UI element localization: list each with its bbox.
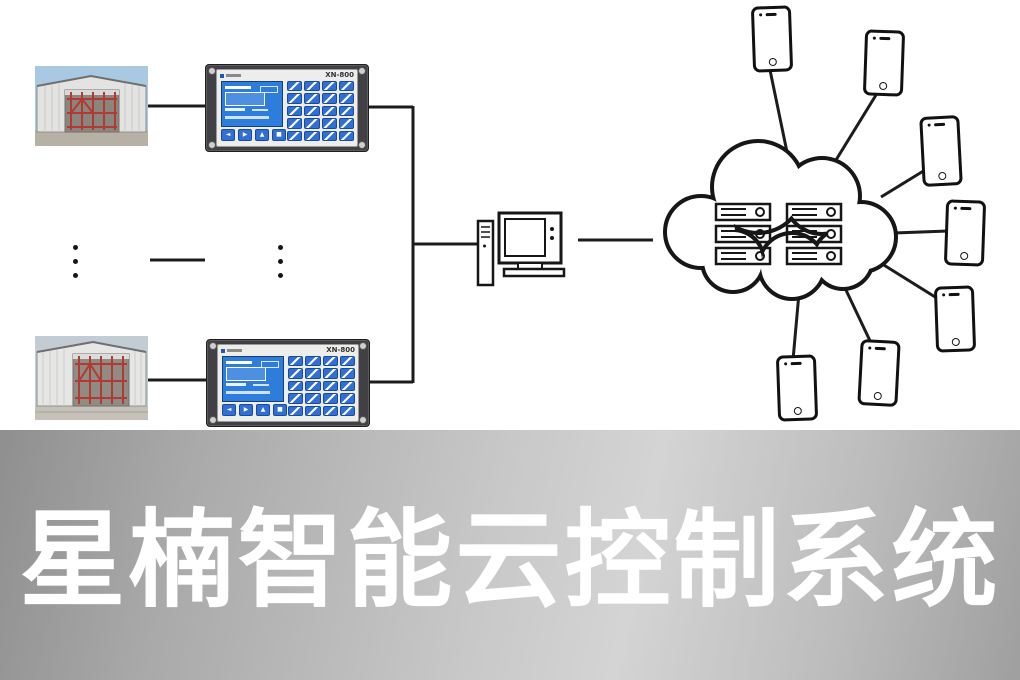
system-title: 星楠智能云控制系统: [19, 499, 1001, 622]
controller-keypad: [288, 356, 355, 416]
keypad-key[interactable]: [304, 130, 320, 141]
ellipsis-dots-left: [73, 245, 79, 287]
keypad-key[interactable]: [304, 118, 320, 129]
smartphone-icon: [919, 115, 963, 187]
nav-up-key[interactable]: ▲: [255, 129, 269, 141]
nav-up-key[interactable]: ▲: [256, 404, 270, 416]
cloud-icon: [663, 139, 898, 301]
greenhouse-photo-bottom: [35, 336, 148, 420]
keypad-key[interactable]: [321, 105, 337, 117]
keypad-key[interactable]: [321, 118, 337, 129]
keypad-key[interactable]: [305, 368, 321, 379]
nav-left-key[interactable]: ◄: [221, 129, 235, 141]
keypad-key[interactable]: [321, 81, 337, 92]
smartphone-icon: [862, 29, 906, 97]
nav-right-key[interactable]: ▶: [238, 129, 252, 141]
keypad-key[interactable]: [287, 105, 303, 117]
controller-face: XN-800 ◄ ▶ ▲ ■: [217, 344, 359, 422]
smartphone-icon: [775, 354, 819, 422]
controller-xn800-top: XN-800 ◄ ▶ ▲ ■: [205, 64, 369, 152]
controller-brand-logo: [221, 348, 242, 353]
computer-icon: [476, 211, 566, 287]
controller-nav-keys: ◄ ▶ ▲ ■: [221, 129, 286, 141]
ellipsis-dots-right: [278, 245, 284, 287]
nav-left-key[interactable]: ◄: [222, 404, 236, 416]
screw-icon: [359, 342, 367, 350]
bus-lines: [148, 104, 653, 384]
screw-icon: [358, 141, 366, 149]
keypad-key[interactable]: [305, 405, 321, 416]
keypad-key[interactable]: [339, 356, 355, 367]
keypad-key[interactable]: [321, 93, 337, 104]
controller-header: XN-800: [221, 346, 355, 355]
keypad-key[interactable]: [322, 405, 338, 416]
nav-right-key[interactable]: ▶: [239, 404, 253, 416]
screw-icon: [209, 416, 217, 424]
keypad-key[interactable]: [288, 380, 304, 392]
screw-icon: [358, 67, 366, 75]
keypad-key[interactable]: [287, 81, 303, 92]
keypad-key[interactable]: [287, 118, 303, 129]
keypad-key[interactable]: [304, 81, 320, 92]
controller-brand-logo: [220, 73, 241, 78]
keypad-key[interactable]: [304, 105, 320, 117]
keypad-key[interactable]: [305, 380, 321, 392]
nav-enter-key[interactable]: ■: [272, 129, 286, 141]
screw-icon: [208, 141, 216, 149]
nav-enter-key[interactable]: ■: [273, 404, 287, 416]
controller-keypad: [287, 81, 354, 141]
keypad-key[interactable]: [339, 380, 355, 392]
keypad-key[interactable]: [288, 356, 304, 367]
screw-icon: [359, 416, 367, 424]
keypad-key[interactable]: [321, 130, 337, 141]
keypad-key[interactable]: [338, 81, 354, 92]
smartphone-icon: [750, 5, 794, 73]
keypad-key[interactable]: [322, 356, 338, 367]
keypad-key[interactable]: [338, 130, 354, 141]
screw-icon: [209, 342, 217, 350]
keypad-key[interactable]: [339, 393, 355, 404]
keypad-key[interactable]: [339, 368, 355, 379]
controller-face: XN-800 ◄ ▶ ▲ ■: [216, 69, 358, 147]
keypad-key[interactable]: [287, 93, 303, 104]
controller-lcd-screen: [222, 356, 284, 402]
greenhouse-illustration: [35, 66, 148, 146]
controller-lcd-screen: [221, 81, 283, 127]
keypad-key[interactable]: [288, 405, 304, 416]
smartphone-icon: [943, 199, 987, 267]
controller-model-label: XN-800: [325, 71, 354, 79]
controller-model-label: XN-800: [326, 346, 355, 354]
controller-nav-keys: ◄ ▶ ▲ ■: [222, 404, 287, 416]
keypad-key[interactable]: [338, 93, 354, 104]
controller-xn800-bottom: XN-800 ◄ ▶ ▲ ■: [206, 339, 370, 427]
keypad-key[interactable]: [339, 405, 355, 416]
keypad-key[interactable]: [322, 393, 338, 404]
greenhouse-illustration: [35, 336, 148, 420]
keypad-key[interactable]: [322, 380, 338, 392]
keypad-key[interactable]: [288, 368, 304, 379]
controller-header: XN-800: [220, 71, 354, 80]
keypad-key[interactable]: [305, 356, 321, 367]
keypad-key[interactable]: [288, 393, 304, 404]
smartphone-icon: [933, 285, 977, 353]
keypad-key[interactable]: [338, 105, 354, 117]
title-banner: 星楠智能云控制系统: [0, 430, 1020, 680]
cloud-to-phone-lines: [768, 69, 949, 361]
keypad-key[interactable]: [305, 393, 321, 404]
cloud-server-icons: [714, 202, 843, 266]
greenhouse-photo-top: [35, 66, 148, 146]
screw-icon: [208, 67, 216, 75]
keypad-key[interactable]: [322, 368, 338, 379]
keypad-key[interactable]: [338, 118, 354, 129]
keypad-key[interactable]: [287, 130, 303, 141]
smartphone-icon: [857, 338, 901, 408]
keypad-key[interactable]: [304, 93, 320, 104]
